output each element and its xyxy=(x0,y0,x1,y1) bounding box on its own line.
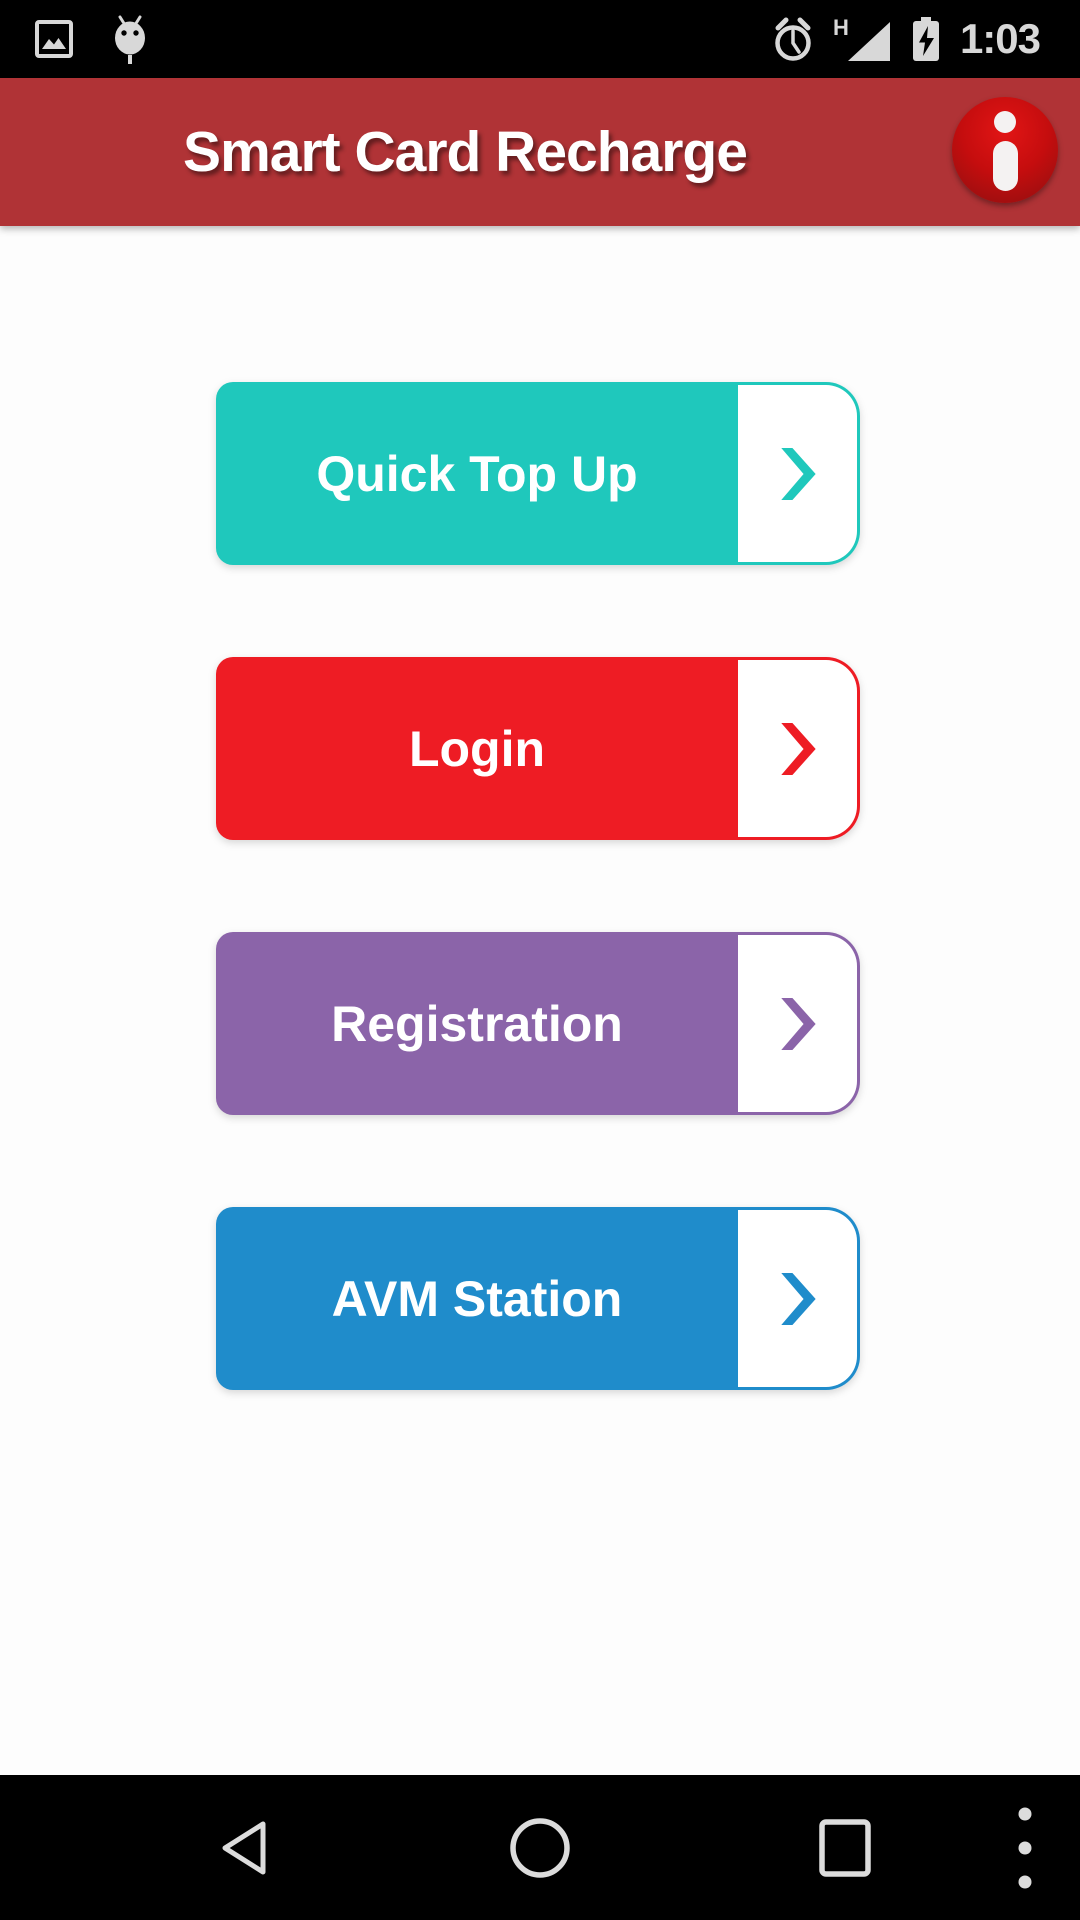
menu-button-quick-top-up[interactable]: Quick Top Up xyxy=(216,382,860,565)
menu-button-label: Quick Top Up xyxy=(316,445,638,502)
nav-bar xyxy=(0,1775,1080,1920)
status-bar-notifications xyxy=(34,14,150,64)
recents-icon xyxy=(819,1818,871,1877)
arrow-section xyxy=(738,932,860,1115)
chevron-right-icon xyxy=(780,997,816,1050)
chevron-right-icon xyxy=(780,447,816,500)
status-bar: H 1:03 xyxy=(0,0,1080,78)
network-type-label: H xyxy=(833,16,849,40)
home-icon xyxy=(510,1817,570,1878)
status-bar-indicators: H 1:03 xyxy=(772,0,1041,78)
info-button[interactable] xyxy=(952,97,1058,203)
back-button[interactable] xyxy=(160,1775,325,1920)
picture-notification-icon xyxy=(35,20,73,58)
chevron-right-icon xyxy=(780,722,816,775)
menu-button-avm-station[interactable]: AVM Station xyxy=(216,1207,860,1390)
info-icon xyxy=(992,97,1018,191)
page-title: Smart Card Recharge xyxy=(183,120,748,184)
button-body: Login xyxy=(216,657,738,840)
menu-button-label: Login xyxy=(408,720,546,777)
chevron-right-icon xyxy=(780,1272,816,1325)
status-time: 1:03 xyxy=(959,15,1041,62)
menu-button-label: AVM Station xyxy=(331,1270,623,1327)
button-body: Registration xyxy=(216,932,738,1115)
recents-button[interactable] xyxy=(765,1775,925,1920)
network-signal-icon: H xyxy=(833,16,890,61)
battery-charging-icon xyxy=(912,17,939,61)
android-debug-icon xyxy=(115,15,145,64)
app-header: Smart Card Recharge xyxy=(0,78,1080,226)
arrow-section xyxy=(738,1207,860,1390)
menu-button-registration[interactable]: Registration xyxy=(216,932,860,1115)
button-body: AVM Station xyxy=(216,1207,738,1390)
menu-button-login[interactable]: Login xyxy=(216,657,860,840)
overflow-menu-button[interactable] xyxy=(985,1775,1065,1920)
overflow-menu-icon xyxy=(1018,1807,1032,1888)
button-body: Quick Top Up xyxy=(216,382,738,565)
arrow-section xyxy=(738,657,860,840)
alarm-icon xyxy=(775,17,811,61)
back-icon xyxy=(222,1821,265,1874)
arrow-section xyxy=(738,382,860,565)
home-button[interactable] xyxy=(455,1775,625,1920)
menu-button-label: Registration xyxy=(331,995,623,1052)
